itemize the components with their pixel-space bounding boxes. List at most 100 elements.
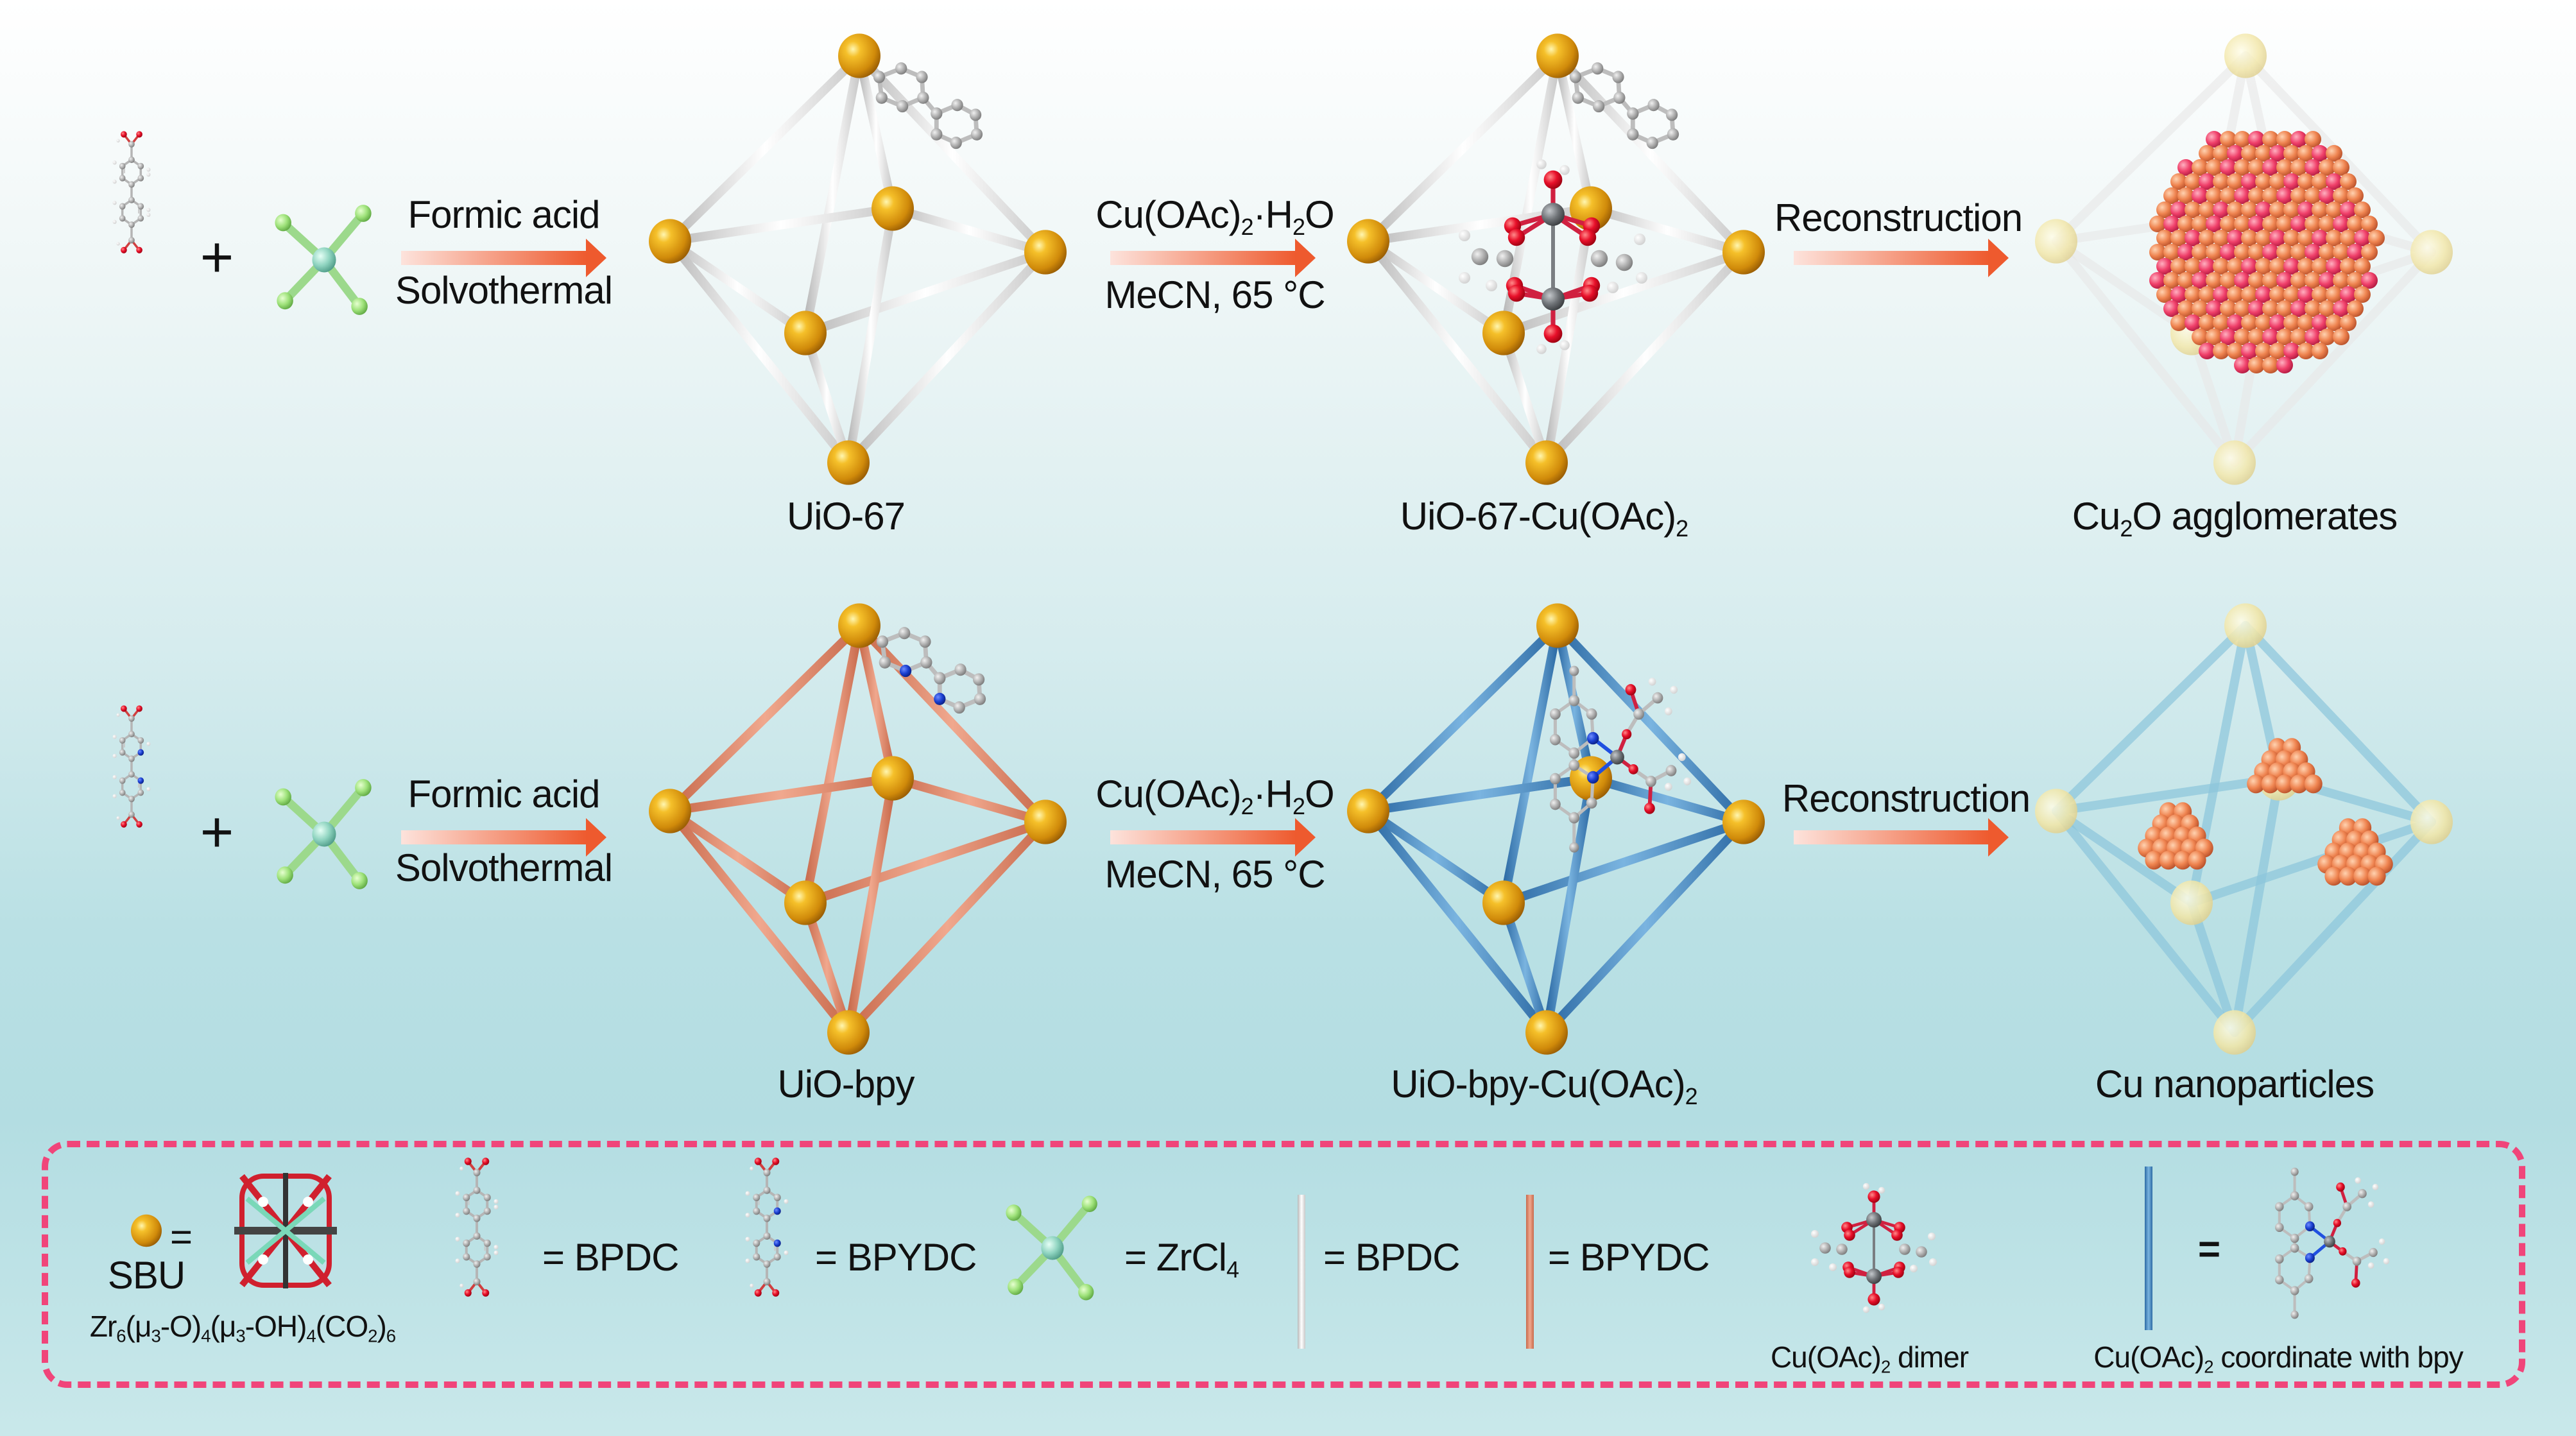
- legend-bpdc-hydrogen-atom: [494, 1250, 499, 1256]
- bpdc-reactant-hydrogen-atom: [112, 179, 117, 184]
- legend-cu-bpy-oxygen-atom: [2339, 1247, 2347, 1256]
- bpydc-reactant-oxygen-atom: [136, 705, 142, 712]
- cu2o-cell-strut: [2052, 237, 2239, 467]
- legend-bpdc-carbon-atom: [463, 1239, 470, 1247]
- bpdc-reactant-carbon-atom: [119, 203, 126, 210]
- bpdc-reactant-carbon-atom: [119, 175, 126, 182]
- bpydc-reactant-carbon-atom: [128, 771, 135, 778]
- uio67-sbu-node: [649, 219, 691, 264]
- legend-bpydc-carbon-atom: [753, 1193, 760, 1202]
- cu2o-atom: [2319, 272, 2335, 289]
- bpdc-reactant-hydrogen-atom: [112, 219, 117, 225]
- legend-bpydc-carbon-atom: [763, 1278, 771, 1286]
- legend-bpydc-carbon-atom: [753, 1252, 760, 1261]
- cu2o-atom: [2276, 357, 2293, 373]
- formula-text: UiO-67-Cu(OAc): [1400, 495, 1676, 538]
- uio67-strut: [844, 248, 1050, 467]
- bpdc-reactant-oxygen-atom: [136, 131, 142, 138]
- cu2o-atom: [2177, 272, 2194, 289]
- uio67-cuoac-strut: [1553, 51, 1595, 213]
- cu2o-atom: [2255, 173, 2272, 190]
- cu2o-atom: [2269, 230, 2286, 246]
- legend-cu-dimer-label: Cu(OAc)2 dimer: [1771, 1340, 1969, 1377]
- cu2o-atom: [2262, 131, 2279, 148]
- uiobpy-linker-carbon-atom: [920, 656, 932, 669]
- cu2o-atom: [2340, 286, 2357, 303]
- cu2o-cell-strut: [2187, 329, 2239, 467]
- legend-cu-bpy-oxygen-atom: [2333, 1218, 2342, 1227]
- cu2o-atom: [2326, 286, 2342, 303]
- copper-atom: [1866, 1269, 1882, 1284]
- uio67-cuoac-linker-carbon-atom: [1569, 71, 1582, 83]
- uiobpy-linker-nitrogen-atom: [934, 692, 946, 705]
- uio67-cuoac-strut: [1364, 237, 1551, 467]
- bpydc-reactant-nitrogen-atom: [137, 749, 144, 756]
- legend-bpdc-carbon-atom: [473, 1214, 481, 1222]
- cu2o-atom: [2234, 272, 2251, 289]
- uiobpy-cuoac-complex-carbon-atom: [1652, 692, 1663, 704]
- cu2o-atom: [2192, 329, 2208, 345]
- cu2o-atom: [2220, 187, 2237, 204]
- step2-condition-bottom-row1: MeCN, 65 °C: [1104, 273, 1325, 316]
- cu2o-atom: [2206, 159, 2222, 176]
- uiobpy-cuoac-complex-carbon-atom: [1550, 773, 1561, 785]
- cu-np-cell-sbu-node: [2213, 1010, 2256, 1055]
- uio67-cuoac-strut: [1542, 248, 1748, 467]
- legend-cu-bpy-copper-atom: [2324, 1235, 2335, 1248]
- cu2o-atom: [2248, 159, 2265, 176]
- uiobpy-cuoac-complex-carbon-atom: [1665, 765, 1677, 776]
- cu2o-atom: [2354, 258, 2371, 275]
- legend-bpydc-hydrogen-atom: [750, 1167, 754, 1171]
- legend-bpdc-carbon-atom: [483, 1239, 491, 1247]
- sbu-label: SBU: [107, 1254, 185, 1297]
- legend-cu-bpy-nitrogen-atom: [2305, 1252, 2315, 1263]
- cu2o-atom: [2333, 187, 2349, 204]
- bpdc-reactant-carbon-atom: [128, 221, 135, 228]
- uiobpy-cuoac-complex-copper-atom: [1610, 749, 1624, 765]
- legend-bpydc-carbon-atom: [763, 1214, 771, 1222]
- zrcl4-reactant-row2-chlorine-atom: [355, 779, 372, 796]
- zrcl4-reactant-row1-zirconium-atom: [312, 247, 336, 273]
- cu2o-atom: [2241, 286, 2258, 303]
- subscript: 6: [116, 1326, 126, 1346]
- arrow-shaft: [401, 251, 587, 265]
- cu-np-1-cu-atom: [2261, 774, 2280, 794]
- step3-condition-row2: Reconstruction: [1782, 777, 2031, 820]
- cu2o-atom: [2234, 187, 2251, 204]
- bpydc-reactant-carbon-atom: [119, 749, 126, 756]
- bpdc-reactant-carbon-atom: [137, 203, 144, 210]
- legend-cu-bpy-carbon-atom: [2290, 1286, 2299, 1295]
- cu2o-atom: [2283, 173, 2300, 190]
- cu2o-atom: [2305, 131, 2321, 148]
- cu2o-atom: [2170, 173, 2187, 190]
- oxygen-atom: [1507, 228, 1525, 246]
- formula-text: (CO: [315, 1310, 368, 1343]
- cu2o-atom: [2283, 145, 2300, 162]
- uio67-linker-carbon-atom: [970, 128, 983, 141]
- uiobpy-cuoac-strut: [1499, 817, 1748, 907]
- cu2o-atom: [2199, 230, 2215, 246]
- cu2o-atom: [2177, 159, 2194, 176]
- zrcl4-reactant-row1-chlorine-atom: [355, 205, 372, 222]
- cu2o-cell-strut: [2230, 248, 2436, 467]
- uio67-cuoac-strut: [1542, 204, 1595, 467]
- bpydc-reactant-hydrogen-atom: [146, 742, 151, 746]
- cu2o-atom: [2177, 300, 2194, 317]
- cu2o-atom: [2149, 216, 2166, 232]
- cu2o-agglomerate: [2149, 131, 2385, 373]
- oxygen-atom: [1844, 1229, 1855, 1241]
- uiobpy-cuoac-sbu-node: [1536, 603, 1579, 648]
- subscript: 6: [386, 1326, 396, 1346]
- cu2o-atom: [2262, 244, 2279, 261]
- cu2o-atom: [2177, 216, 2194, 232]
- legend-sbu-node: [131, 1214, 162, 1247]
- cu2o-atom: [2156, 201, 2173, 218]
- uiobpy-cuoac-sbu-node: [1525, 1010, 1568, 1055]
- uio67-cuoac-strut: [1364, 237, 1508, 338]
- legend-white-strut-label: = BPDC: [1323, 1236, 1460, 1279]
- cu2o-atom: [2255, 201, 2272, 218]
- cu2o-atom: [2262, 216, 2279, 232]
- cu2o-atom: [2234, 159, 2251, 176]
- bpdc-reactant-carbon-atom: [119, 215, 126, 222]
- legend-bpydc-oxygen-atom: [772, 1289, 780, 1297]
